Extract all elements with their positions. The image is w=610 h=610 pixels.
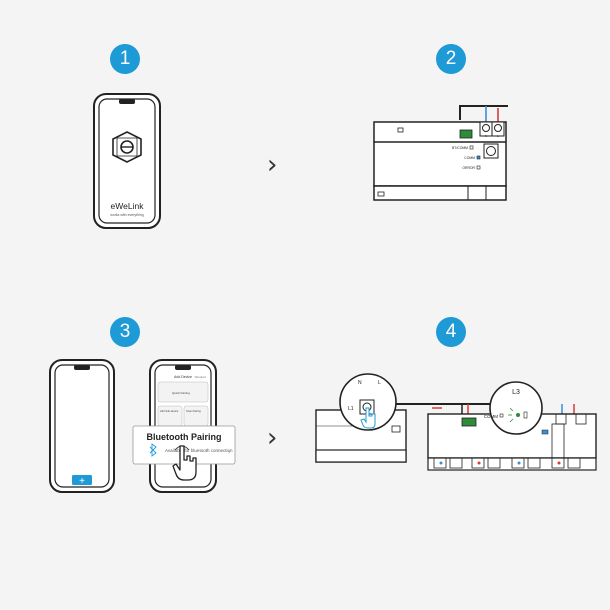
app-name: eWeLink xyxy=(111,201,145,211)
step2-device-illustration: N L BT/COMM COMM ORROR xyxy=(373,105,508,201)
step3-phone-add: + xyxy=(49,359,115,493)
led-status-icon xyxy=(508,407,520,423)
card-label: Scan Pairing xyxy=(186,409,201,413)
chevron-right-icon: › xyxy=(228,449,231,456)
zoom-label: L xyxy=(378,380,381,386)
step-badge-2: 2 xyxy=(436,44,466,74)
popup-text: Available for bluetooth connection xyxy=(165,448,233,453)
status-label: ORROR xyxy=(462,166,475,170)
zoom-label: COMM xyxy=(484,414,498,419)
card-label: Quick Pairing xyxy=(172,391,190,395)
status-label: BT/COMM xyxy=(452,146,468,150)
terminal-label: N xyxy=(485,134,487,138)
step4-wiring-illustration: N L L1 L3 COMM xyxy=(315,373,597,471)
card-label: Add Sub-device xyxy=(160,409,179,413)
terminal-label: L xyxy=(497,134,499,138)
ewelink-logo-icon xyxy=(112,131,142,163)
bluetooth-icon xyxy=(149,443,157,457)
next-arrow-icon: › xyxy=(267,150,278,180)
screen-header-side: Wiredevic xyxy=(195,375,207,379)
status-label: COMM xyxy=(464,156,475,160)
step-badge-3: 3 xyxy=(110,317,140,347)
add-device-button-label: + xyxy=(79,476,85,487)
step1-phone-illustration: eWeLink works with everything xyxy=(93,93,161,229)
zoom-label: N xyxy=(358,380,362,386)
hand-tap-icon xyxy=(172,445,197,481)
app-tagline: works with everything xyxy=(110,213,144,217)
zoom-label: L3 xyxy=(512,389,520,396)
step-badge-4: 4 xyxy=(436,317,466,347)
step-badge-1: 1 xyxy=(110,44,140,74)
next-arrow-icon: › xyxy=(267,423,278,453)
popup-title: Bluetooth Pairing xyxy=(147,432,222,442)
zoom-label: L1 xyxy=(348,406,354,412)
add-device-button xyxy=(72,475,92,485)
zoom-circle-right xyxy=(489,381,543,435)
screen-header: Add Device xyxy=(174,375,192,379)
